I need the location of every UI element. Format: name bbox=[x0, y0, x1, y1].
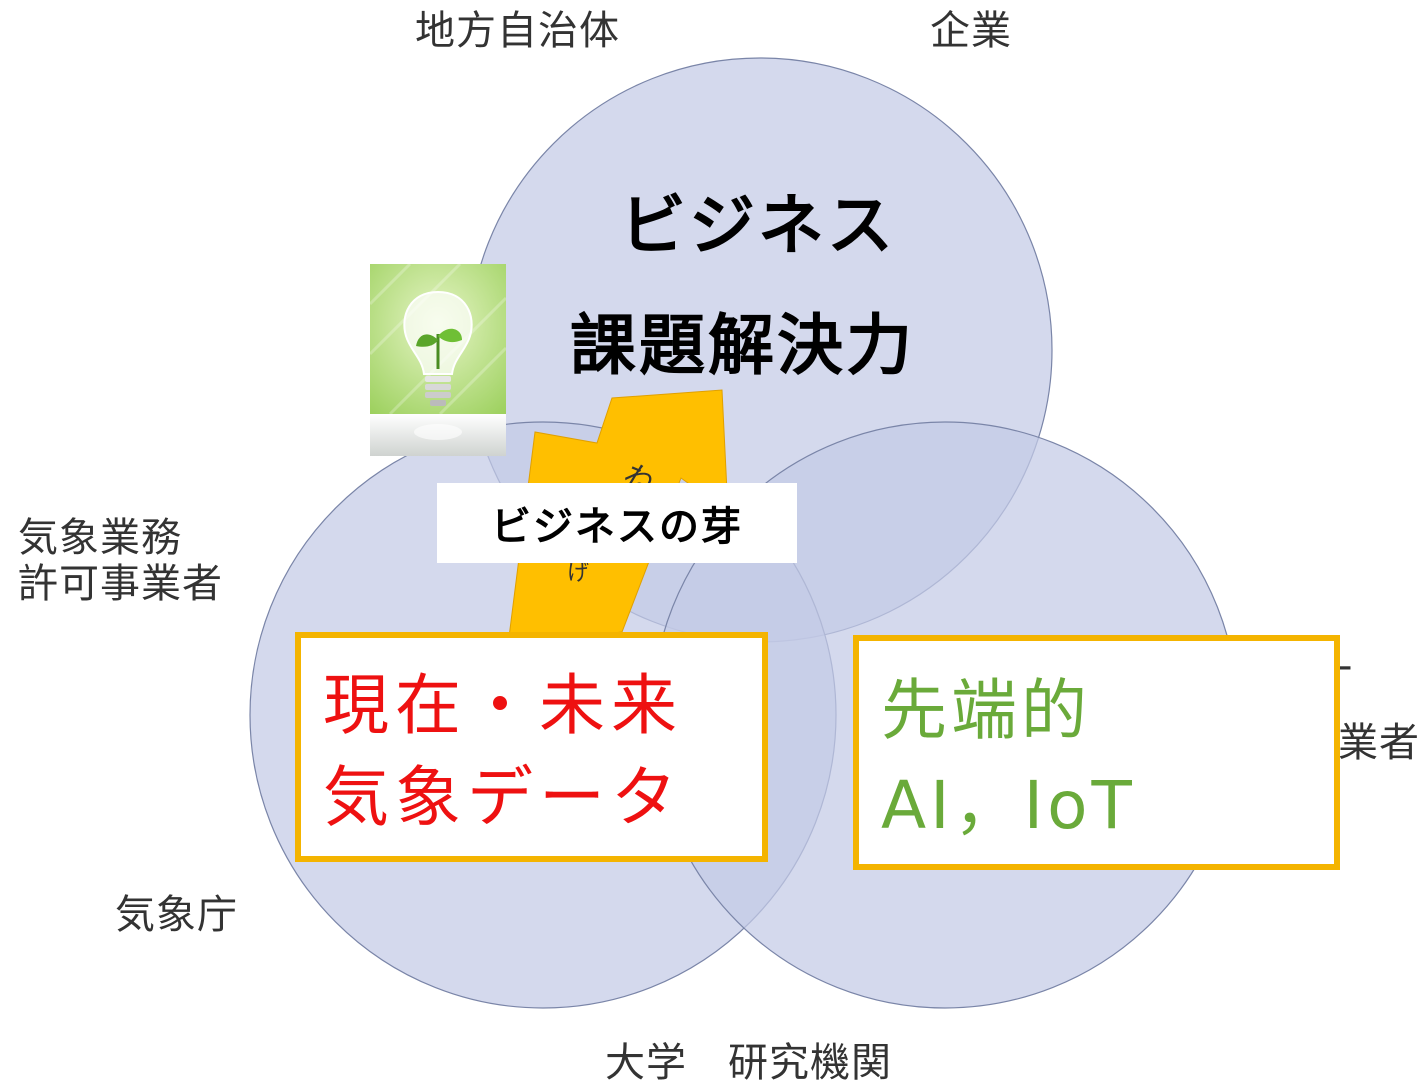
problem-solving-title: 課題解決力 bbox=[570, 307, 915, 384]
label-local-government: 地方自治体 bbox=[415, 8, 620, 54]
weather-data-line1: 現在・未来 bbox=[323, 667, 683, 744]
label-licensed-line1: 気象業務 bbox=[18, 515, 182, 561]
arrow-text-2: げ bbox=[567, 561, 590, 586]
weather-data-line2: 気象データ bbox=[323, 759, 683, 836]
lightbulb-sprout-icon bbox=[368, 262, 508, 456]
business-seed-label: ビジネスの芽 bbox=[491, 504, 743, 550]
weather-data-box: 現在・未来 気象データ bbox=[295, 632, 768, 862]
ai-iot-line2: AI，IoT bbox=[881, 767, 1136, 844]
label-right-dash: - bbox=[1338, 643, 1354, 689]
label-licensed-line2: 許可事業者 bbox=[18, 561, 223, 607]
ai-iot-line1: 先端的 bbox=[881, 672, 1091, 749]
label-right-operators: 業者 bbox=[1338, 720, 1420, 766]
ai-iot-box: 先端的 AI，IoT bbox=[853, 635, 1340, 870]
label-jma: 気象庁 bbox=[115, 892, 238, 938]
business-title: ビジネス bbox=[620, 187, 896, 264]
business-seed-box: ビジネスの芽 bbox=[437, 483, 797, 563]
label-university-research: 大学 研究機関 bbox=[605, 1040, 892, 1086]
label-company: 企業 bbox=[930, 8, 1012, 54]
label-licensed-operators: 気象業務 許可事業者 bbox=[18, 515, 223, 607]
